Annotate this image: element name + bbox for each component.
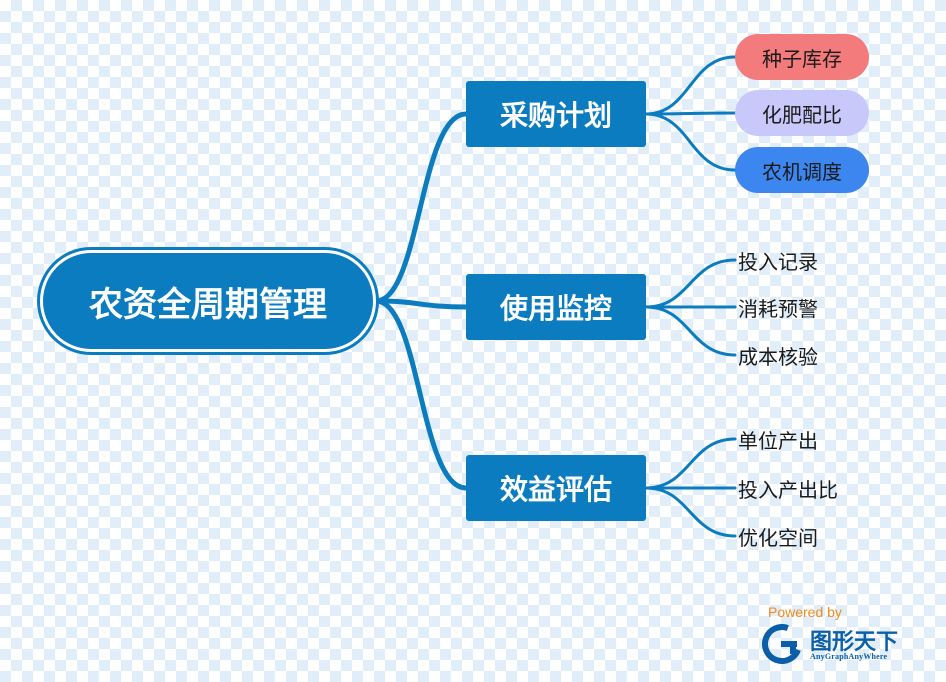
branch-procurement[interactable]: 采购计划 — [466, 81, 646, 147]
g-logo-icon — [762, 624, 802, 664]
branch-monitoring[interactable]: 使用监控 — [466, 274, 646, 340]
root-node[interactable]: 农资全周期管理 — [40, 250, 376, 352]
link-evaluation-output — [644, 437, 737, 490]
link-procurement-seed — [644, 55, 737, 116]
link-procurement-fertilizer — [644, 111, 737, 116]
link-root-procurement — [373, 111, 469, 304]
link-monitoring-cost — [644, 305, 737, 357]
powered-by-label: Powered by — [768, 604, 842, 620]
leaf-input-output-ratio[interactable]: 投入产出比 — [738, 477, 838, 502]
link-monitoring-input — [644, 258, 737, 309]
leaf-cost-verification[interactable]: 成本核验 — [738, 344, 818, 369]
brand-tagline: AnyGraphAnyWhere — [810, 652, 888, 661]
link-root-monitoring — [373, 298, 469, 310]
brand-name: 图形天下 — [810, 630, 899, 655]
link-evaluation-optimize — [644, 486, 737, 538]
branch-evaluation[interactable]: 效益评估 — [466, 455, 646, 521]
leaf-input-record[interactable]: 投入记录 — [738, 249, 818, 274]
leaf-optimization-space[interactable]: 优化空间 — [738, 525, 818, 550]
link-procurement-machinery — [644, 112, 737, 172]
leaf-seed-inventory[interactable]: 种子库存 — [735, 34, 869, 80]
leaf-machinery-dispatch[interactable]: 农机调度 — [735, 147, 869, 193]
leaf-fertilizer-ratio[interactable]: 化肥配比 — [735, 90, 869, 136]
brand-watermark: Powered by 图形天下 AnyGraphAnyWhere — [762, 604, 922, 668]
link-root-evaluation — [373, 298, 469, 491]
leaf-unit-output[interactable]: 单位产出 — [738, 428, 818, 453]
leaf-consumption-warning[interactable]: 消耗预警 — [738, 296, 818, 321]
